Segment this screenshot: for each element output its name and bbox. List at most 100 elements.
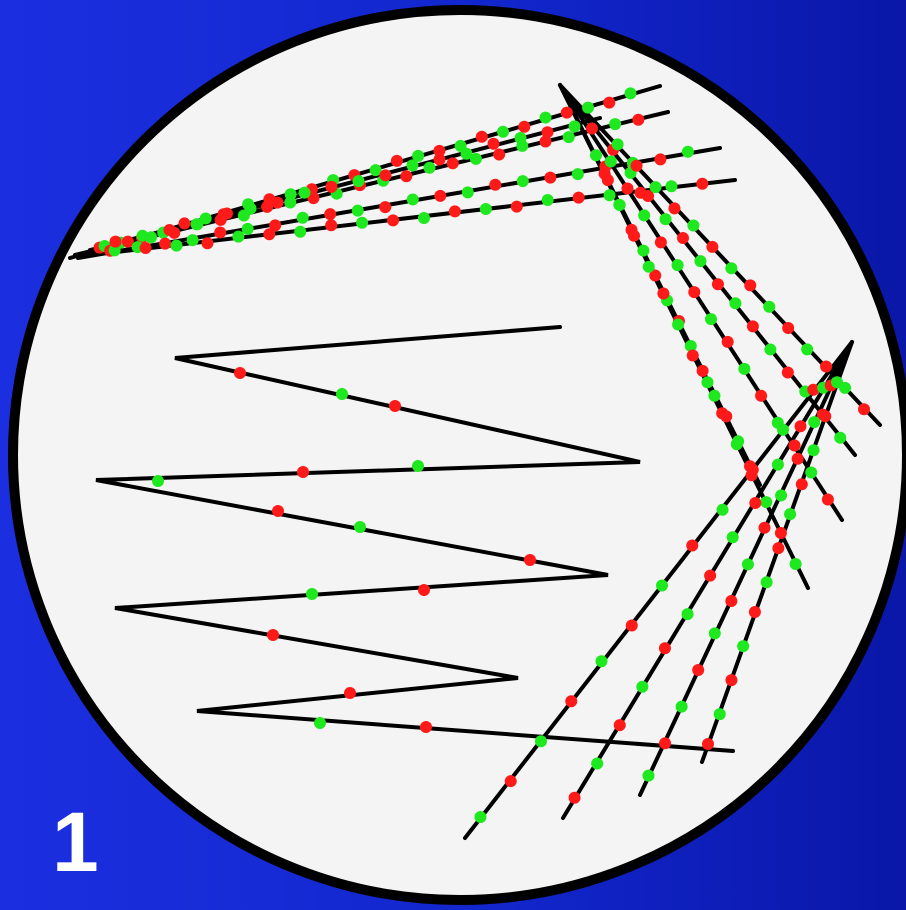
colony-red [324,208,336,220]
colony-red [418,584,430,596]
colony-red [706,241,718,253]
colony-green [299,187,311,199]
colony-green [590,149,602,161]
colony-green [563,131,575,143]
colony-green [687,220,699,232]
colony-red [657,288,669,300]
colony-red [858,403,870,415]
colony-green [407,159,419,171]
colony-green [515,132,527,144]
colony-red [326,181,338,193]
colony-red [218,208,230,220]
colony-red [505,775,517,787]
colony-green [613,199,625,211]
colony-red [488,138,500,150]
colony-red [819,410,831,422]
colony-red [586,123,598,135]
colony-red [344,687,356,699]
colony-green [572,168,584,180]
colony-green [596,655,608,667]
colony-red [782,367,794,379]
colony-red [755,390,767,402]
colony-green [625,87,637,99]
colony-red [387,214,399,226]
colony-red [272,505,284,517]
colony-green [760,496,772,508]
colony-red [110,236,122,248]
colony-green [682,608,694,620]
colony-red [297,466,309,478]
colony-red [692,664,704,676]
colony-red [628,230,640,242]
colony-red [677,232,689,244]
colony-red [659,737,671,749]
colony-red [775,527,787,539]
colony-green [764,343,776,355]
colony-green [777,424,789,436]
colony-green [137,230,149,242]
colony-green [725,262,737,274]
colony-green [714,708,726,720]
colony-red [782,322,794,334]
colony-red [400,170,412,182]
colony-green [353,175,365,187]
colony-red [792,453,804,465]
colony-green [705,313,717,325]
colony-green [336,388,348,400]
colony-red [272,197,284,209]
colony-red [702,738,714,750]
colony-green [643,261,655,273]
colony-green [660,213,672,225]
colony-red [655,236,667,248]
colony-green [604,189,616,201]
colony-green [672,259,684,271]
colony-red [234,367,246,379]
colony-red [447,157,459,169]
colony-green [356,217,368,229]
colony-green [650,181,662,193]
colony-red [420,721,432,733]
colony-red [631,160,643,172]
colony-red [621,182,633,194]
colony-green [314,717,326,729]
colony-red [744,279,756,291]
colony-green [352,205,364,217]
colony-green [582,102,594,114]
colony-green [772,459,784,471]
colony-green [682,146,694,158]
colony-red [796,478,808,490]
colony-red [603,97,615,109]
colony-red [493,149,505,161]
colony-red [687,349,699,361]
colony-green [665,180,677,192]
colony-green [761,576,773,588]
colony-green [412,460,424,472]
colony-red [654,153,666,165]
colony-green [171,240,183,252]
colony-green [672,319,684,331]
colony-red [544,172,556,184]
colony-green [461,148,473,160]
colony-red [716,407,728,419]
colony-green [763,301,775,313]
colony-green [187,234,199,246]
colony-green [242,223,254,235]
colony-green [354,521,366,533]
colony-red [747,464,759,476]
panel-number-label: 1 [52,800,99,884]
colony-red [140,242,152,254]
colony-red [747,320,759,332]
colony-green [245,202,257,214]
colony-red [214,226,226,238]
colony-green [605,156,617,168]
colony-red [511,201,523,213]
colony-green [297,212,309,224]
colony-green [742,558,754,570]
colony-green [709,627,721,639]
colony-green [708,390,720,402]
colony-red [159,238,171,250]
colony-green [542,194,554,206]
colony-green [191,218,203,230]
colony-red [565,695,577,707]
colony-green [407,193,419,205]
